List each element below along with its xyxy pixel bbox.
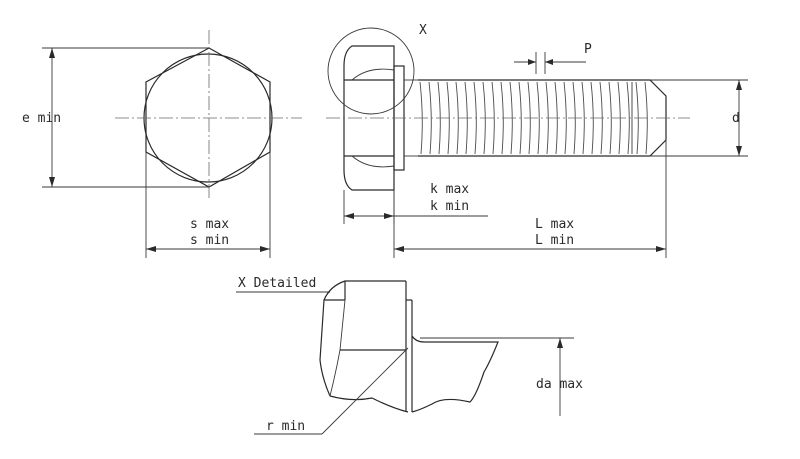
pitch-dimension: P — [514, 42, 592, 74]
k-max-label: k max — [430, 182, 469, 197]
s-min-label: s min — [190, 233, 229, 248]
thread-crest — [491, 81, 495, 155]
detail-x-circle — [327, 27, 415, 115]
end-view: e min s max s min — [22, 30, 302, 258]
k-dimension: k max k min — [343, 182, 488, 224]
da-max-dimension: da max — [420, 337, 583, 416]
r-min-label: r min — [266, 419, 305, 434]
s-max-label: s max — [190, 217, 229, 232]
thread-crest — [581, 81, 585, 155]
l-dimension: L max L min — [393, 140, 667, 258]
thread-crest — [536, 81, 540, 155]
da-max-label: da max — [536, 377, 583, 392]
e-min-dimension: e min — [22, 47, 209, 188]
l-max-label: L max — [535, 217, 574, 232]
threaded-shank — [418, 79, 667, 157]
x-detailed-title: X Detailed — [238, 276, 316, 291]
side-view: X P d — [326, 23, 748, 258]
detail-x-mark: X — [419, 23, 427, 38]
r-min-leader: r min — [254, 347, 409, 435]
detail-head-outline — [319, 280, 406, 397]
l-min-label: L min — [535, 233, 574, 248]
detail-view: X Detailed da max r min — [236, 276, 583, 435]
thread-crest — [608, 81, 612, 155]
thread-crest — [428, 81, 432, 155]
pitch-label: P — [584, 42, 592, 57]
thread-crest — [518, 81, 522, 155]
thread-crest — [455, 81, 459, 155]
bolt-head — [343, 45, 395, 191]
thread-crest — [563, 81, 567, 155]
hexagon-outline — [145, 47, 271, 188]
e-min-label: e min — [22, 111, 61, 126]
k-min-label: k min — [430, 199, 469, 214]
d-label: d — [732, 111, 740, 126]
s-dimension: s max s min — [145, 152, 271, 258]
thread-crest — [626, 81, 630, 155]
